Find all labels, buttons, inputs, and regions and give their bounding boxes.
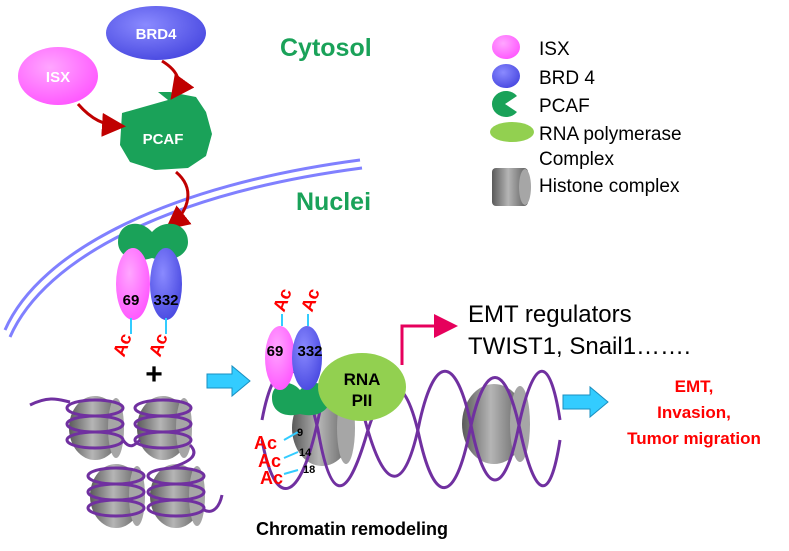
- cytosol-label: Cytosol: [280, 34, 372, 62]
- legend-item-rna-polymerase: RNA polymerase: [539, 124, 682, 145]
- rna-pii-line1: RNA: [344, 370, 381, 389]
- brd4-nuclear: [150, 248, 182, 320]
- pcaf-to-nucleus-arrow: [165, 170, 192, 230]
- h3-lysine-9: 9: [297, 427, 303, 439]
- histone-tail-acetylation: Ac Ac Ac 9 14 18: [254, 427, 315, 488]
- outcome-tumor-migration: Tumor migration: [627, 429, 761, 448]
- outcome-invasion: Invasion,: [657, 403, 731, 422]
- isx-bound-residue-69: 69: [267, 343, 284, 360]
- rna-polymerase-icon: [490, 122, 534, 142]
- brd4-ac-label: Ac: [145, 331, 172, 359]
- brd4-icon: [492, 64, 520, 88]
- outcome-emt: EMT,: [675, 377, 714, 396]
- pcaf-label: PCAF: [143, 131, 184, 148]
- isx-label: ISX: [46, 69, 70, 86]
- brd4-residue-332: 332: [153, 292, 178, 309]
- h3-lysine-18: 18: [303, 464, 315, 476]
- legend-item-brd4: BRD 4: [539, 68, 595, 89]
- legend: ISX BRD 4 PCAF RNA polymerase Complex Hi…: [490, 35, 682, 206]
- pcaf-icon: [491, 91, 517, 117]
- histone-icon: [492, 168, 531, 206]
- rna-pii: [318, 353, 406, 421]
- legend-item-pcaf: PCAF: [539, 96, 590, 117]
- legend-item-isx: ISX: [539, 39, 570, 60]
- emt-regulators-line1: EMT regulators: [468, 301, 632, 328]
- isx-to-pcaf-arrow: [76, 103, 126, 137]
- h3-lysine-14: 14: [299, 447, 312, 459]
- isx-icon: [492, 35, 520, 59]
- isx-nuclear: [116, 248, 150, 320]
- isx-bound-ac-label: Ac: [269, 286, 296, 314]
- rna-pii-line2: PII: [352, 391, 373, 410]
- brd4-bound: [292, 326, 322, 390]
- process-arrow-2: [562, 385, 609, 419]
- chromatin-remodeling-scene: 69 332 Ac Ac RNA PII Ac Ac Ac 9 14 18: [254, 286, 562, 490]
- nuclear-complex: 69 332 Ac Ac: [109, 223, 188, 359]
- brd4-bound-residue-332: 332: [297, 343, 322, 360]
- h3k9-ac-label: Ac: [254, 433, 277, 453]
- process-arrow-1: [206, 364, 251, 398]
- brd4-cytosol: BRD4: [106, 6, 206, 60]
- h3k18-ac-label: Ac: [260, 468, 283, 488]
- isx-ac-label: Ac: [109, 331, 136, 359]
- h3k14-ac-label: Ac: [258, 451, 281, 471]
- legend-item-histone-complex: Histone complex: [539, 176, 680, 197]
- transcription-start-arrow: [400, 314, 458, 365]
- brd4-to-pcaf-arrow: [161, 59, 195, 100]
- brd4-bound-ac-label: Ac: [297, 286, 324, 314]
- brd4-label: BRD4: [136, 26, 177, 43]
- pcaf-cytosol: PCAF: [120, 92, 212, 170]
- isx-bound: [265, 326, 295, 390]
- nucleosome-group-left: [29, 396, 224, 528]
- nuclei-label: Nuclei: [296, 188, 371, 216]
- legend-item-complex: Complex: [539, 149, 614, 170]
- isx-residue-69: 69: [123, 292, 140, 309]
- chromatin-remodeling-caption: Chromatin remodeling: [256, 519, 448, 539]
- isx-cytosol: ISX: [18, 47, 98, 105]
- plus-sign: +: [145, 358, 163, 391]
- emt-regulators-line2: TWIST1, Snail1…….: [468, 333, 691, 360]
